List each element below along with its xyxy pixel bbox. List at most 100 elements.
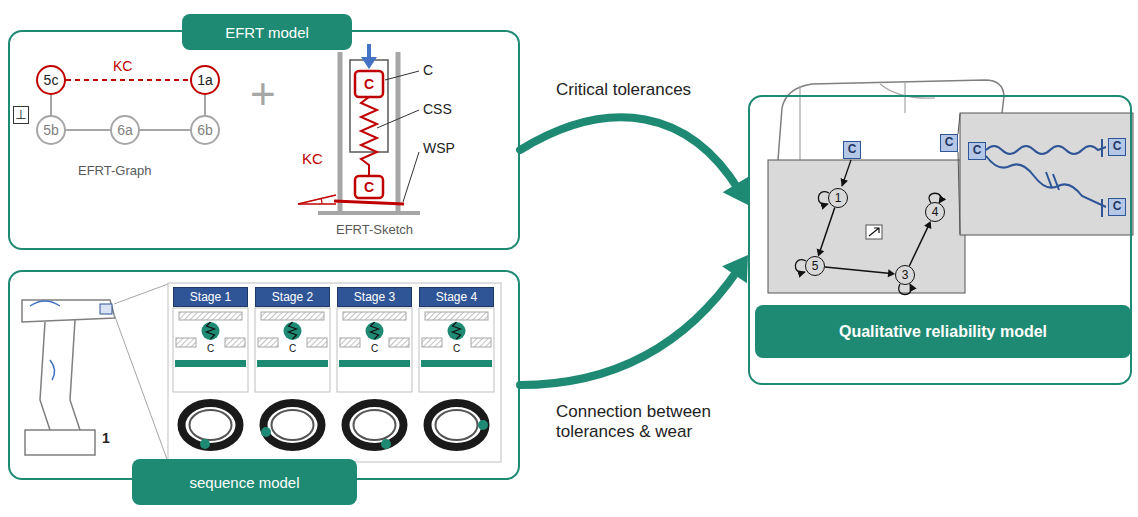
efrt-sketch-part [367,44,371,59]
node-text: 5 [812,259,819,273]
node-text: 5b [43,122,59,138]
connector-body [50,95,52,115]
reliability-illustration [768,80,1133,295]
reliability-illustration-part [869,228,879,236]
model-panel: sequence modelStage 1Stage 2Stage 3Stage… [8,270,520,480]
arrow-head [924,221,931,229]
panel-tab: sequence model [132,459,357,505]
efrt-sketch-part [318,211,420,215]
panel-tab: Qualitative reliability model [755,305,1131,358]
arrow-head [723,177,749,205]
stage-illustration-part [389,338,409,347]
connector-body [825,267,891,274]
stage-illustration-part [343,312,406,320]
stage-illustration-part [428,403,486,447]
stage-illustration-part [421,360,492,367]
stage-illustration-part [471,338,491,347]
node-text: 4 [932,205,939,219]
part-letter: C [452,343,462,355]
efrt-sketch-part [361,97,377,176]
stage-illustration-part [173,308,248,392]
arrow-head [722,255,748,283]
state-circle: 4 [925,202,945,222]
key-characteristic: KC [113,58,132,74]
drill-sketch-part [40,320,80,430]
efrt-sketch-part [361,57,377,69]
flow-arrow-body [520,117,739,190]
reliability-illustration-part [800,82,935,160]
node-text: Stage 2 [272,290,313,304]
stage-header: Stage 2 [255,287,330,307]
part-letter: C [206,343,216,355]
node-text: 6a [117,122,133,138]
stage-illustration-part [182,403,240,447]
drill-sketch-part [50,360,55,380]
stage-illustration-part [453,322,461,339]
reliability-illustration-part [866,225,882,239]
stage-illustration-part [264,403,322,447]
reliability-illustration-part [960,113,1133,235]
stage-illustration-part [354,410,396,440]
efrt-sketch-part [355,176,383,198]
reliability-illustration-part [842,160,851,186]
feature-circle: 6a [110,115,140,145]
connector-body [66,79,190,81]
stage-illustration-part [261,427,271,437]
drill-sketch-part [100,304,112,314]
stage-illustration-part [371,322,379,339]
efrt-sketch-part [355,71,383,97]
stage-illustration-part [255,308,330,392]
feature-circle: 1a [190,65,220,95]
stage-illustration-part [337,308,412,392]
stage-illustration-part [190,410,232,440]
drill-sketch-part [22,300,115,322]
efrt-sketch-part [321,198,322,204]
connector-line [909,221,931,266]
stage-illustration-part [168,283,501,462]
stage-illustration-part [257,360,328,367]
drill-sketch-part [25,430,95,455]
stage-illustration-part [478,420,488,430]
state-circle: 3 [895,265,915,285]
part-letter: C [288,343,298,355]
reliability-illustration-part [986,156,1106,207]
drill-sketch-part [114,284,168,304]
flow-arrow [520,117,748,205]
stage-illustration-part [366,322,384,340]
connector-body [140,129,190,131]
arrow-head [888,269,895,277]
flow-label: Connection between tolerances & wear [556,402,756,443]
part-box: C [1108,138,1126,156]
arrow-head [817,249,825,257]
connector-body [204,95,206,115]
connector-line [205,95,206,115]
connector-line [51,95,52,115]
part-letter: C [370,343,380,355]
stage-illustration-part [225,338,245,347]
node-text: 6b [197,122,213,138]
reliability-illustration-part [986,146,1106,154]
stage-illustration-part [284,322,302,340]
node-text: 1 [835,191,842,205]
stage-illustration-part [381,439,391,449]
stage-header: Stage 1 [173,287,248,307]
stage-illustration-part [258,338,278,347]
stage-illustration-part [261,312,324,320]
node-text: 1a [197,72,213,88]
node-text: Stage 4 [436,290,477,304]
ground-symbol: ⊥ [13,106,29,124]
connector-body [66,129,110,131]
stage-illustration-part [179,312,242,320]
reliability-illustration-part [958,114,960,134]
drill-sketch [22,284,168,462]
drill-sketch-part [30,301,60,306]
stage-illustration-part [419,308,494,392]
stage-illustration-part [339,360,410,367]
connector-line [66,80,190,81]
callout-number: 1 [102,430,110,446]
part-name: C [423,62,433,78]
efrt-sketch-part [298,195,336,204]
stage-illustration-part [176,338,196,347]
stage-illustration-part [175,360,246,367]
stage-illustration-part [340,338,360,347]
